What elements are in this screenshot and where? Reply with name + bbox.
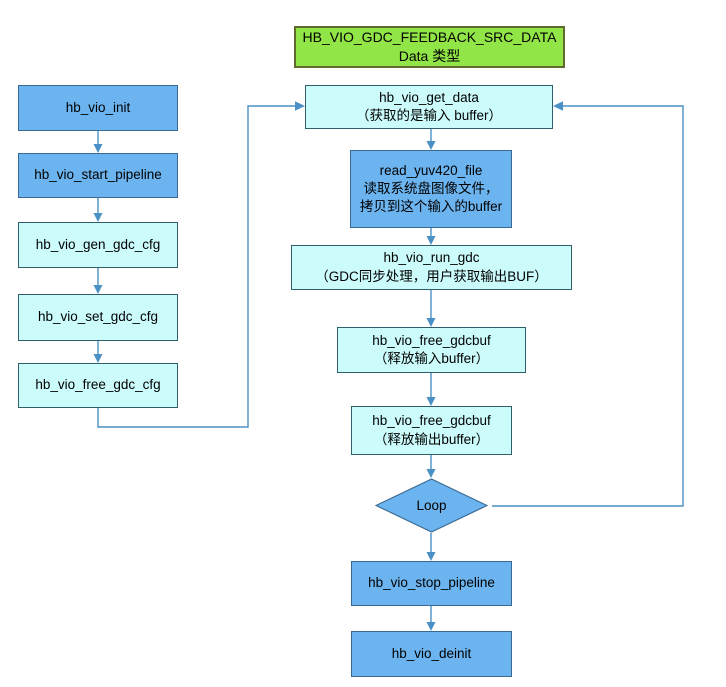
node-read-yuv420-file[interactable]: read_yuv420_file 读取系统盘图像文件，拷贝到这个输入的buffe… <box>350 150 512 228</box>
node-hb-vio-free-gdc-cfg[interactable]: hb_vio_free_gdc_cfg <box>18 363 178 408</box>
node-hb-vio-run-gdc[interactable]: hb_vio_run_gdc （GDC同步处理，用户获取输出BUF） <box>291 245 572 290</box>
diamond-shape <box>375 478 488 533</box>
node-label: hb_vio_set_gdc_cfg <box>37 309 159 325</box>
node-hb-vio-free-gdcbuf-output[interactable]: hb_vio_free_gdcbuf （释放输出buffer） <box>351 406 512 455</box>
arrow-init-to-start-pipeline <box>93 131 103 153</box>
arrow-start-pipeline-to-gen-gdc-cfg <box>93 198 103 222</box>
node-label: hb_vio_gen_gdc_cfg <box>35 236 161 252</box>
arrow-set-gdc-cfg-to-free-gdc-cfg <box>93 341 103 363</box>
arrow-get-data-to-read-yuv420-file <box>426 129 436 150</box>
arrow-gen-gdc-cfg-to-set-gdc-cfg <box>93 268 103 294</box>
node-hb-vio-stop-pipeline[interactable]: hb_vio_stop_pipeline <box>351 561 512 606</box>
legend-title: HB_VIO_GDC_FEEDBACK_SRC_DATA <box>302 29 557 46</box>
node-hb-vio-set-gdc-cfg[interactable]: hb_vio_set_gdc_cfg <box>18 294 178 341</box>
legend-subtitle: Data 类型 <box>398 48 461 64</box>
node-label: hb_vio_get_data <box>379 89 479 105</box>
legend-data-type-box: HB_VIO_GDC_FEEDBACK_SRC_DATA Data 类型 <box>294 26 565 68</box>
node-label: read_yuv420_file <box>379 162 483 178</box>
node-sublabel: （GDC同步处理，用户获取输出BUF） <box>315 268 548 284</box>
arrow-run-gdc-to-free-gdcbuf-input <box>426 290 436 327</box>
node-hb-vio-deinit[interactable]: hb_vio_deinit <box>351 631 512 677</box>
arrow-read-yuv420-file-to-run-gdc <box>426 228 436 245</box>
arrow-loop-back-to-get-data <box>492 101 684 507</box>
node-hb-vio-gen-gdc-cfg[interactable]: hb_vio_gen_gdc_cfg <box>18 222 178 268</box>
node-label: hb_vio_free_gdcbuf <box>372 332 491 348</box>
node-label: hb_vio_stop_pipeline <box>368 575 495 591</box>
node-label: hb_vio_free_gdc_cfg <box>35 377 161 393</box>
node-label: hb_vio_deinit <box>391 645 472 661</box>
node-label: hb_vio_init <box>65 99 131 115</box>
arrow-stop-pipeline-to-deinit <box>426 606 436 631</box>
node-sublabel: 读取系统盘图像文件，拷贝到这个输入的buffer <box>359 180 503 215</box>
node-sublabel: （释放输入buffer） <box>373 351 490 366</box>
arrow-loop-to-stop-pipeline <box>426 533 436 561</box>
node-label: hb_vio_start_pipeline <box>34 167 162 183</box>
node-hb-vio-init[interactable]: hb_vio_init <box>18 85 178 131</box>
arrow-free-gdcbuf-output-to-loop <box>426 455 436 478</box>
loop-label: Loop <box>416 498 447 513</box>
node-hb-vio-free-gdcbuf-input[interactable]: hb_vio_free_gdcbuf （释放输入buffer） <box>337 327 526 373</box>
node-sublabel: （获取的是输入 buffer） <box>355 108 503 123</box>
arrow-free-gdcbuf-input-to-free-gdcbuf-output <box>426 373 436 406</box>
node-hb-vio-start-pipeline[interactable]: hb_vio_start_pipeline <box>18 153 178 198</box>
node-hb-vio-get-data[interactable]: hb_vio_get_data （获取的是输入 buffer） <box>305 85 553 129</box>
node-sublabel: （释放输出buffer） <box>373 431 490 447</box>
node-label: hb_vio_free_gdcbuf <box>372 413 491 429</box>
node-label: hb_vio_run_gdc <box>383 250 480 266</box>
node-loop-decision[interactable]: Loop <box>375 478 488 533</box>
